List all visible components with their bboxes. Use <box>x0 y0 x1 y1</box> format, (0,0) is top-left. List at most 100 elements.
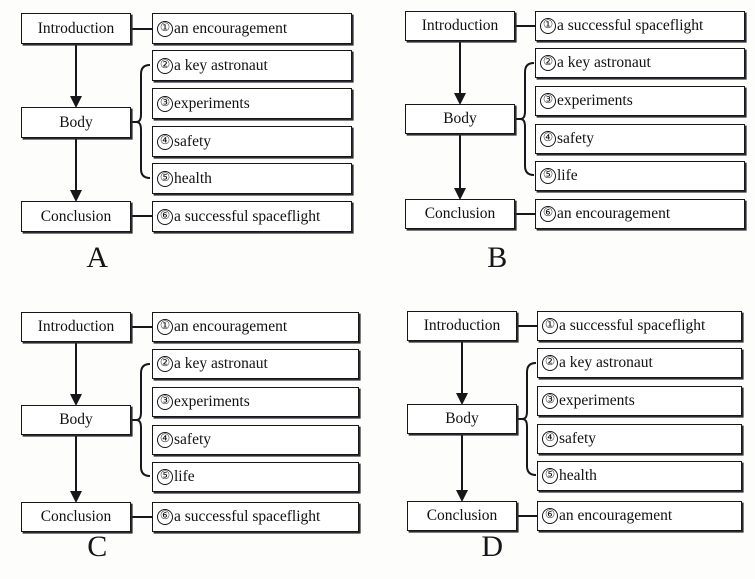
diagram-b: Introduction Body Conclusion ① a success… <box>380 0 755 290</box>
item-label: a key astronaut <box>174 56 268 74</box>
stage-label: Conclusion <box>40 508 112 526</box>
stage-box-body[interactable]: Body <box>21 107 131 138</box>
item-label: experiments <box>174 94 250 112</box>
circled-number-icon: ⑤ <box>542 468 558 484</box>
circled-number-icon: ④ <box>540 131 556 147</box>
item-box-3[interactable]: ③ experiments <box>152 88 352 119</box>
item-box-1[interactable]: ① an encouragement <box>152 312 359 342</box>
circled-number-icon: ⑤ <box>157 170 173 187</box>
item-box-1[interactable]: ① an encouragement <box>152 13 352 44</box>
option-letter-d: D <box>481 530 504 563</box>
stage-label: Introduction <box>37 318 115 336</box>
item-box-6[interactable]: ⑥ a successful spaceflight <box>152 201 352 232</box>
circled-number-icon: ④ <box>157 133 173 150</box>
stage-box-body[interactable]: Body <box>405 104 515 134</box>
item-label: health <box>174 169 212 187</box>
stage-label: Introduction <box>37 19 115 37</box>
item-box-2[interactable]: ② a key astronaut <box>537 348 742 378</box>
item-box-5[interactable]: ⑤ life <box>535 161 745 191</box>
circled-number-icon: ⑥ <box>157 208 173 225</box>
stage-label: Body <box>59 113 93 131</box>
item-box-4[interactable]: ④ safety <box>152 425 359 455</box>
item-label: an encouragement <box>174 318 288 336</box>
circled-number-icon: ① <box>157 319 173 335</box>
stage-box-conclusion[interactable]: Conclusion <box>405 199 515 229</box>
stage-label: Conclusion <box>424 205 496 223</box>
stage-box-introduction[interactable]: Introduction <box>21 13 131 44</box>
item-label: an encouragement <box>174 19 288 37</box>
item-label: experiments <box>559 392 635 410</box>
item-box-3[interactable]: ③ experiments <box>152 387 359 417</box>
item-label: a key astronaut <box>174 355 268 373</box>
circled-number-icon: ② <box>157 356 173 372</box>
stage-box-introduction[interactable]: Introduction <box>405 11 515 41</box>
item-box-2[interactable]: ② a key astronaut <box>535 48 745 78</box>
item-label: health <box>559 467 597 485</box>
diagram-d: Introduction Body Conclusion ① a success… <box>380 290 755 579</box>
item-box-3[interactable]: ③ experiments <box>537 386 742 416</box>
option-panel-d[interactable]: Introduction Body Conclusion ① a success… <box>380 290 755 579</box>
stage-label: Introduction <box>423 317 501 335</box>
stage-box-body[interactable]: Body <box>407 404 517 434</box>
item-label: experiments <box>174 393 250 411</box>
circled-number-icon: ④ <box>157 432 173 448</box>
circled-number-icon: ② <box>540 55 556 71</box>
stage-box-conclusion[interactable]: Conclusion <box>407 501 517 531</box>
stage-box-conclusion[interactable]: Conclusion <box>21 502 131 532</box>
option-letter-a: A <box>86 241 109 274</box>
option-letter-c: C <box>87 530 108 563</box>
item-box-4[interactable]: ④ safety <box>152 126 352 157</box>
option-panel-c[interactable]: Introduction Body Conclusion ① an encour… <box>0 290 380 579</box>
item-box-6[interactable]: ⑥ an encouragement <box>537 501 742 531</box>
item-label: an encouragement <box>559 507 673 525</box>
option-letter-b: B <box>487 241 508 274</box>
stage-box-introduction[interactable]: Introduction <box>407 311 517 341</box>
item-box-1[interactable]: ① a successful spaceflight <box>537 311 742 341</box>
stage-label: Conclusion <box>40 207 112 225</box>
item-label: an encouragement <box>557 205 671 223</box>
item-box-2[interactable]: ② a key astronaut <box>152 50 352 81</box>
stage-box-introduction[interactable]: Introduction <box>21 312 131 342</box>
item-label: safety <box>174 431 212 449</box>
circled-number-icon: ③ <box>542 393 558 409</box>
item-box-5[interactable]: ⑤ life <box>152 462 359 492</box>
item-box-2[interactable]: ② a key astronaut <box>152 349 359 379</box>
stage-box-body[interactable]: Body <box>21 405 131 435</box>
circled-number-icon: ② <box>157 57 173 74</box>
option-panel-b[interactable]: Introduction Body Conclusion ① a success… <box>380 0 755 290</box>
item-label: a key astronaut <box>559 354 653 372</box>
item-box-5[interactable]: ⑤ health <box>537 461 742 491</box>
option-panel-a[interactable]: Introduction Body Conclusion ① an encour… <box>0 0 380 290</box>
circled-number-icon: ④ <box>542 431 558 447</box>
item-label: a successful spaceflight <box>557 17 704 35</box>
stage-label: Introduction <box>421 17 499 35</box>
item-label: experiments <box>557 92 633 110</box>
item-label: safety <box>559 430 597 448</box>
item-box-3[interactable]: ③ experiments <box>535 86 745 116</box>
circled-number-icon: ⑥ <box>157 509 173 525</box>
circled-number-icon: ③ <box>157 95 173 112</box>
circled-number-icon: ② <box>542 355 558 371</box>
item-label: a key astronaut <box>557 54 651 72</box>
item-box-4[interactable]: ④ safety <box>535 124 745 154</box>
circled-number-icon: ③ <box>540 93 556 109</box>
item-box-4[interactable]: ④ safety <box>537 424 742 454</box>
item-label: life <box>557 167 578 185</box>
item-label: life <box>174 468 195 486</box>
circled-number-icon: ③ <box>157 394 173 410</box>
stage-label: Body <box>445 410 479 428</box>
item-box-6[interactable]: ⑥ a successful spaceflight <box>152 502 359 532</box>
item-label: safety <box>174 132 212 150</box>
item-box-6[interactable]: ⑥ an encouragement <box>535 199 745 229</box>
item-box-1[interactable]: ① a successful spaceflight <box>535 11 745 41</box>
circled-number-icon: ⑥ <box>540 206 556 222</box>
diagram-a: Introduction Body Conclusion ① an encour… <box>0 0 380 290</box>
stage-box-conclusion[interactable]: Conclusion <box>21 201 131 232</box>
item-box-5[interactable]: ⑤ health <box>152 163 352 194</box>
item-label: safety <box>557 130 595 148</box>
circled-number-icon: ⑤ <box>540 168 556 184</box>
circled-number-icon: ① <box>157 20 173 37</box>
circled-number-icon: ① <box>540 18 556 34</box>
item-label: a successful spaceflight <box>174 207 321 225</box>
